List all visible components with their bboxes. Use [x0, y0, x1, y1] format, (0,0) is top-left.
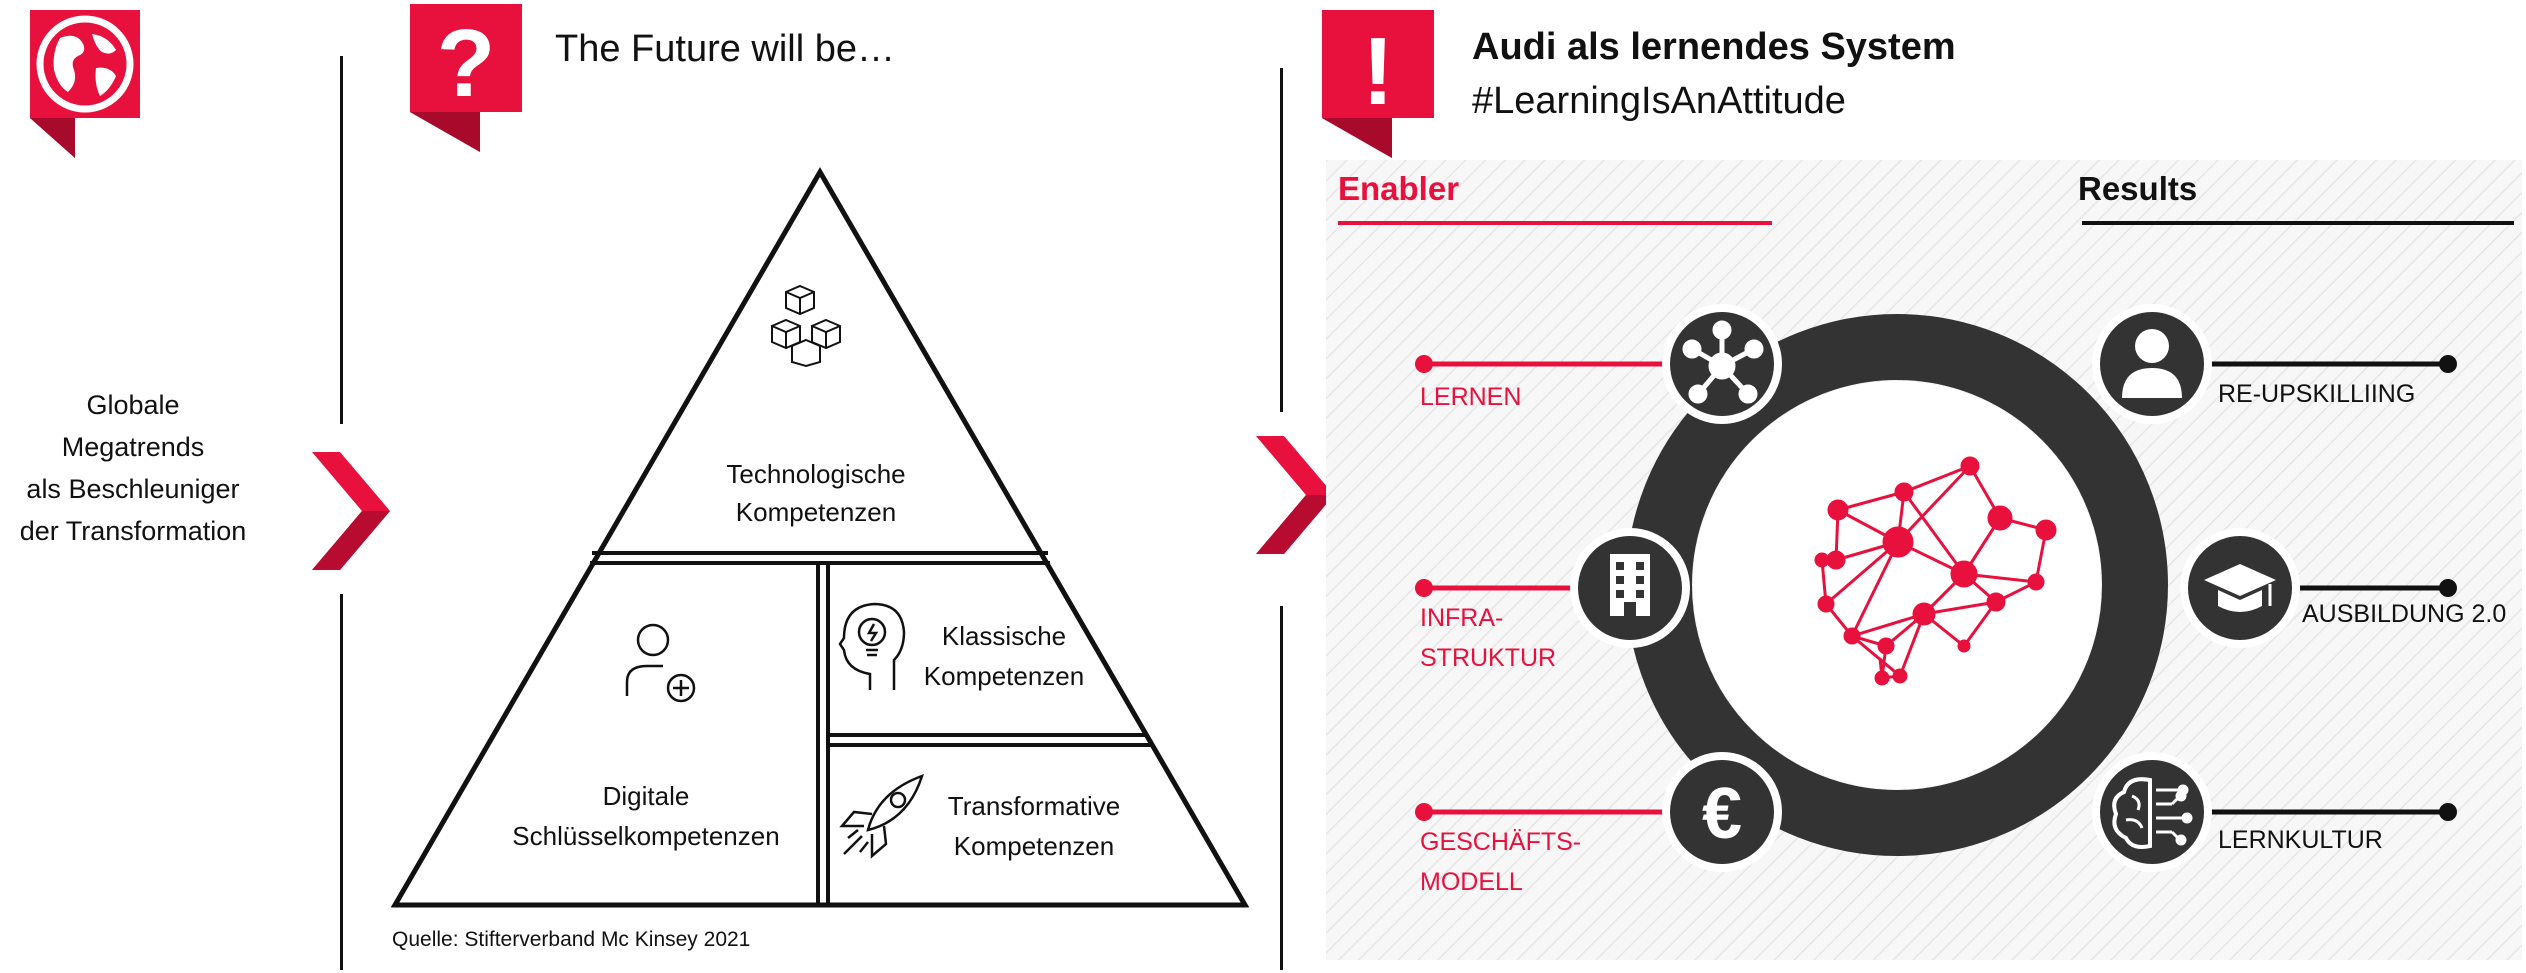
building-icon	[1570, 528, 1690, 648]
rocket-icon	[839, 773, 924, 859]
megatrends-line-4: der Transformation	[19, 516, 247, 546]
klassische-line-1: Klassische	[941, 621, 1067, 651]
brain-network-icon	[1814, 456, 2057, 686]
megatrends-line-1: Globale	[86, 390, 180, 420]
question-badge: ?	[410, 4, 522, 152]
digitale-line-1: Digitale	[602, 781, 690, 811]
exclamation-icon: !	[1362, 18, 1394, 125]
megatrends-text: Globale Megatrends als Beschleuniger der…	[0, 384, 273, 552]
megatrends-line-2: Megatrends	[61, 432, 205, 462]
enabler-lernen-label: LERNEN	[1420, 378, 1521, 416]
divider-left-top	[340, 56, 343, 424]
enabler-infrastruktur-label: INFRA- STRUKTUR	[1420, 598, 1556, 678]
globe-icon	[36, 15, 134, 113]
technologische-line-2: Kompetenzen	[735, 497, 897, 527]
divider-middle-top	[1280, 68, 1283, 412]
network-hub-icon	[1662, 304, 1782, 424]
euro-icon: €	[1662, 752, 1782, 872]
transformative-line-1: Transformative	[947, 791, 1121, 821]
future-title: The Future will be…	[555, 28, 896, 70]
enabler-geschaeftsmodell-label: GESCHÄFTS- MODELL	[1420, 822, 1581, 902]
result-re-upskilling-label: RE-UPSKILLIING	[2218, 380, 2416, 408]
result-ausbildung-label: AUSBILDUNG 2.0	[2302, 600, 2507, 628]
chevron-right-icon-2	[1256, 436, 1334, 554]
competence-pyramid	[390, 167, 1250, 908]
enabler-lernen-line-1: LERNEN	[1420, 383, 1522, 411]
digitale-label: Digitale Schlüsselkompetenzen	[512, 776, 779, 856]
megatrends-line-3: als Beschleuniger	[26, 474, 240, 504]
graduation-cap-icon	[2180, 528, 2300, 648]
person-icon	[2092, 304, 2212, 424]
transformative-line-2: Kompetenzen	[953, 831, 1115, 861]
results-heading: Results	[2078, 170, 2198, 207]
enabler-infrastruktur-line-1: INFRA-	[1420, 604, 1504, 632]
audi-hashtag: #LearningIsAnAttitude	[1472, 80, 1846, 122]
digitale-line-2: Schlüsselkompetenzen	[512, 821, 780, 851]
question-mark-icon: ?	[437, 10, 496, 117]
transformative-label: Transformative Kompetenzen	[948, 786, 1120, 866]
svg-text:€: €	[1702, 774, 1742, 854]
head-lightbulb-icon	[838, 602, 906, 690]
enabler-geschaeftsmodell-line-2: MODELL	[1420, 868, 1523, 896]
audi-title: Audi als lernendes System	[1472, 26, 1956, 68]
brain-circuit-icon	[2092, 752, 2212, 872]
klassische-label: Klassische Kompetenzen	[924, 616, 1084, 696]
chevron-right-icon	[312, 452, 390, 570]
user-add-icon	[625, 623, 696, 703]
technologische-label: Technologische Kompetenzen	[726, 455, 905, 531]
divider-middle-bottom	[1280, 606, 1283, 970]
klassische-line-2: Kompetenzen	[923, 661, 1085, 691]
result-lernkultur-label: LERNKULTUR	[2218, 826, 2383, 854]
enabler-heading: Enabler	[1338, 170, 1460, 207]
technologische-line-1: Technologische	[726, 459, 906, 489]
globe-badge	[30, 10, 140, 158]
enabler-infrastruktur-line-2: STRUKTUR	[1420, 644, 1557, 672]
divider-left-bottom	[340, 594, 343, 970]
cubes-icon	[771, 284, 841, 368]
exclamation-badge: !	[1322, 10, 1434, 158]
enabler-geschaeftsmodell-line-1: GESCHÄFTS-	[1420, 828, 1582, 856]
enabler-underline	[1338, 221, 1772, 225]
results-underline	[2082, 221, 2514, 225]
source-note: Quelle: Stifterverband Mc Kinsey 2021	[392, 928, 751, 951]
